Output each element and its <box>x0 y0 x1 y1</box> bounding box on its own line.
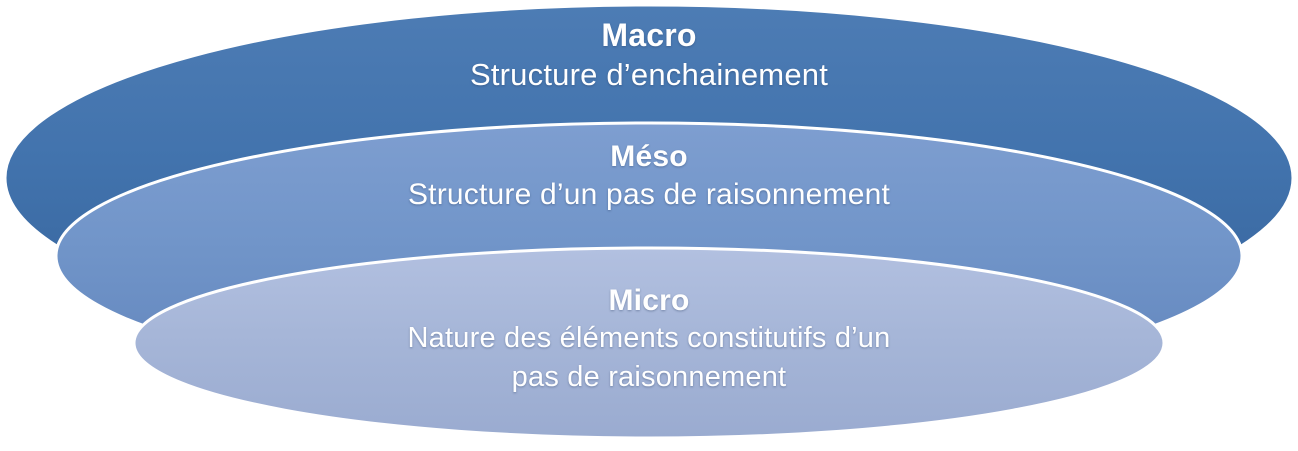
macro-title: Macro <box>601 17 697 53</box>
meso-title: Méso <box>610 140 688 173</box>
micro-subtitle-line-1: Nature des éléments constitutifs d’un <box>407 322 891 355</box>
micro-label-group: Micro Nature des éléments constitutifs d… <box>0 283 1298 395</box>
micro-subtitle-line-2: pas de raisonnement <box>511 360 787 393</box>
meso-subtitle: Structure d’un pas de raisonnement <box>407 178 891 212</box>
micro-ellipse <box>132 246 1166 440</box>
macro-subtitle: Structure d’enchainement <box>469 56 829 92</box>
macro-label-group: Macro Structure d’enchainement <box>0 17 1298 93</box>
meso-label-group: Méso Structure d’un pas de raisonnement <box>0 139 1298 213</box>
micro-title: Micro <box>608 284 690 317</box>
